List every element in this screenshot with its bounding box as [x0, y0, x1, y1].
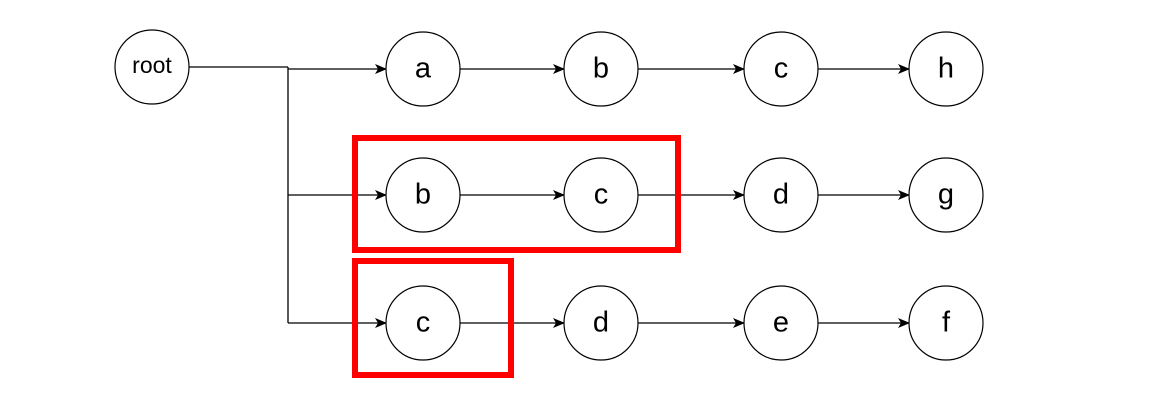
node-circle — [908, 31, 984, 107]
node-label: d — [593, 307, 609, 339]
node-circle — [908, 157, 984, 233]
node-circle — [563, 285, 639, 361]
root-circle — [114, 29, 190, 105]
nodes-layer: a b c h b c d g c d e f root — [114, 29, 984, 361]
node-row-3-col-3: e — [743, 285, 819, 361]
node-label: e — [773, 307, 789, 339]
node-label: c — [774, 53, 789, 85]
node-row-2-col-3: d — [743, 157, 819, 233]
node-label: d — [773, 179, 789, 211]
node-row-1-col-4: h — [908, 31, 984, 107]
node-label: h — [938, 53, 954, 85]
node-label: c — [594, 179, 609, 211]
node-row-2-col-2: c — [563, 157, 639, 233]
root-node: root — [114, 29, 190, 105]
node-row-3-col-4: f — [908, 285, 984, 361]
node-row-2-col-1: b — [385, 157, 461, 233]
node-circle — [743, 285, 819, 361]
node-circle — [743, 31, 819, 107]
highlight-box-2 — [352, 258, 514, 378]
node-circle — [563, 157, 639, 233]
edges-layer — [189, 64, 910, 328]
node-row-1-col-1: a — [385, 31, 461, 107]
node-circle — [563, 31, 639, 107]
node-label: a — [415, 53, 432, 85]
node-circle — [385, 157, 461, 233]
node-label: g — [938, 179, 954, 211]
node-label: f — [942, 307, 951, 339]
node-label: b — [415, 179, 431, 211]
root-label: root — [132, 52, 172, 78]
node-row-3-col-1: c — [385, 285, 461, 361]
node-row-1-col-3: c — [743, 31, 819, 107]
node-circle — [385, 285, 461, 361]
node-circle — [385, 31, 461, 107]
highlights-layer — [352, 135, 681, 378]
node-row-2-col-4: g — [908, 157, 984, 233]
node-label: b — [593, 53, 609, 85]
node-row-3-col-2: d — [563, 285, 639, 361]
node-circle — [743, 157, 819, 233]
node-label: c — [416, 307, 431, 339]
node-circle — [908, 285, 984, 361]
highlight-box-1 — [352, 135, 681, 253]
node-row-1-col-2: b — [563, 31, 639, 107]
